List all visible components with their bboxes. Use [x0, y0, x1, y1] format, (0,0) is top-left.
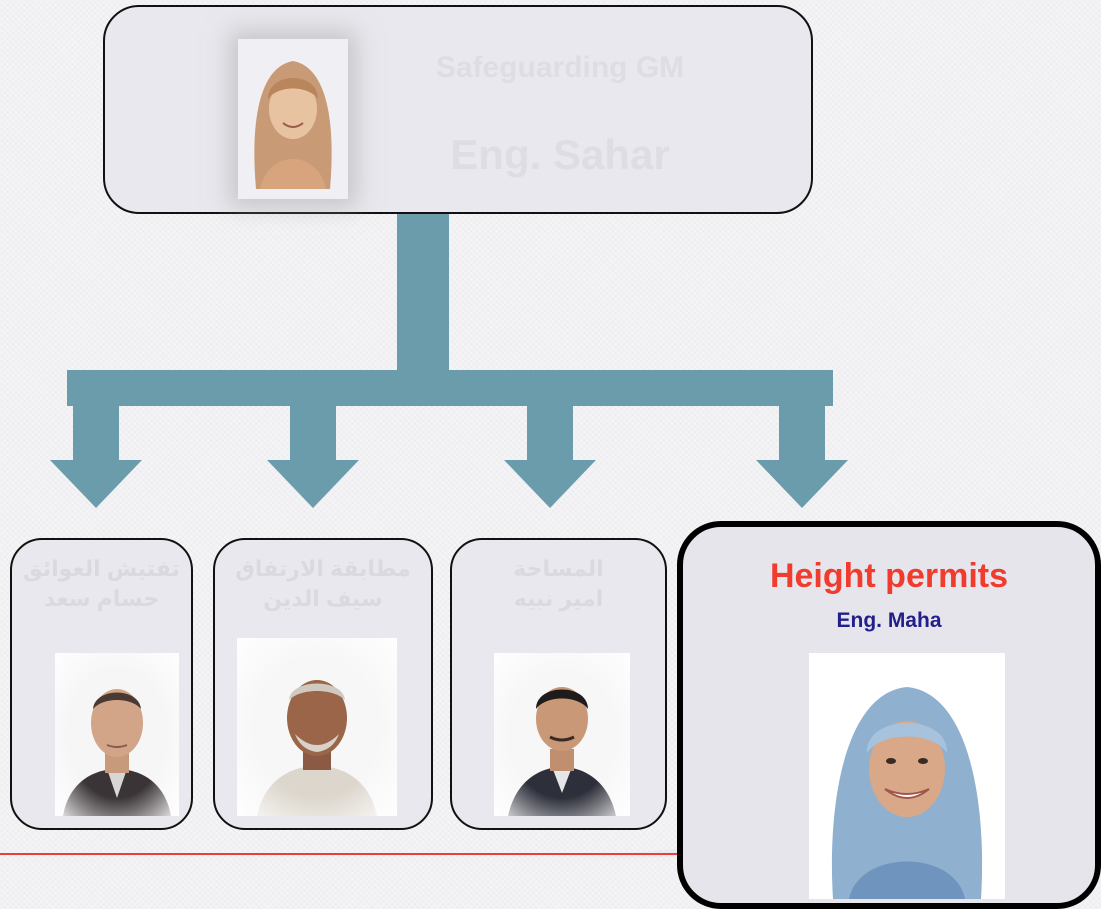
person-portrait-icon — [55, 653, 179, 816]
card-name: امير نبيه — [513, 586, 604, 611]
card-obstacle-inspection: تفتيش العوائق حسام سعد — [10, 538, 193, 830]
arrow-to-obstacle-inspection — [50, 404, 142, 508]
arrow-to-height-permits — [756, 404, 848, 508]
card-title: مطابقة الارتفاق — [235, 556, 411, 581]
card-name: حسام سعد — [43, 586, 160, 611]
card-title: Height permits — [769, 557, 1009, 595]
card-photo — [237, 638, 397, 816]
root-name: Eng. Sahar — [450, 131, 670, 178]
card-name: Eng. Maha — [836, 609, 942, 632]
card-name: سيف الدين — [263, 586, 383, 611]
arrow-to-survey — [504, 404, 596, 508]
person-hijab-icon — [238, 39, 348, 199]
horizontal-connector — [67, 370, 833, 406]
root-photo — [238, 39, 348, 199]
card-photo — [809, 653, 1005, 899]
card-height-permits: Height permits Eng. Maha — [677, 521, 1101, 909]
card-title: تفتيش العوائق — [23, 556, 180, 581]
person-hijab-icon — [809, 653, 1005, 899]
card-photo — [55, 653, 179, 816]
org-root-box: Safeguarding GM Eng. Sahar — [103, 5, 813, 214]
trunk-connector — [397, 214, 449, 374]
person-portrait-icon — [494, 653, 630, 816]
card-photo — [494, 653, 630, 816]
card-easement-matching: مطابقة الارتفاق سيف الدين — [213, 538, 433, 830]
card-title: المساحة — [513, 556, 604, 581]
card-survey: المساحة امير نبيه — [450, 538, 667, 830]
person-portrait-icon — [237, 638, 397, 816]
arrow-to-easement-matching — [267, 404, 359, 508]
root-title: Safeguarding GM — [435, 51, 685, 84]
